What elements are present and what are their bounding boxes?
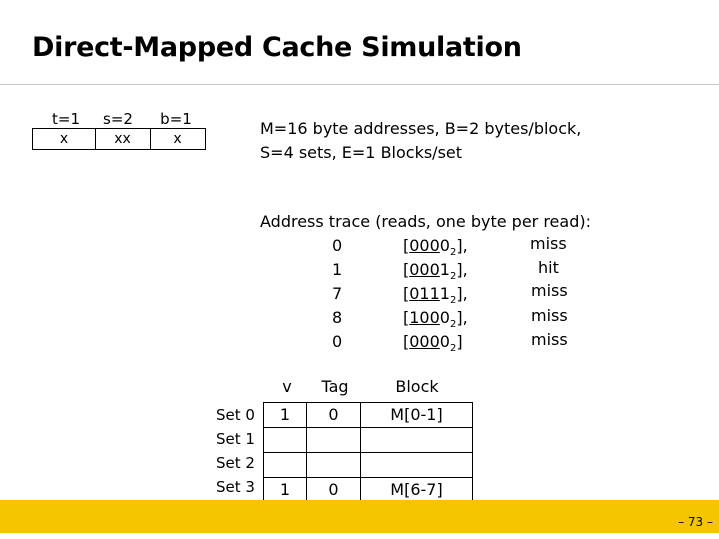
slide-title: Direct-Mapped Cache Simulation [32,32,522,63]
tag-cell [306,452,361,478]
cache-parameters: M=16 byte addresses, B=2 bytes/block, S=… [260,117,581,165]
trace-address: 8 [332,308,343,327]
offset-bits-value: x [173,131,182,147]
set-bits-value: xx [114,131,131,147]
footer-bar [0,500,719,533]
trace-binary: [10002], [403,308,468,331]
trace-address: 7 [332,284,343,303]
trace-title: Address trace (reads, one byte per read)… [260,212,591,231]
set-label: Set 0 [216,406,255,424]
field-divider [95,129,96,149]
tag-bits-label: t=1 [52,110,80,128]
trace-result: miss [531,281,568,300]
tag-header: Tag [321,377,349,396]
trace-result: miss [530,234,567,253]
set-label: Set 3 [216,478,255,496]
trace-binary: [00012], [403,260,468,283]
set-label: Set 2 [216,454,255,472]
trace-address: 1 [332,260,343,279]
valid-header: v [282,377,292,396]
block-cell: M[0-1] [360,402,473,428]
block-cell [360,452,473,478]
trace-address: 0 [332,332,343,351]
cache-table: 1 0 M[0-1] 1 0 M[6-7] [263,402,473,503]
set-label: Set 1 [216,430,255,448]
page-number: – 73 – [678,515,713,529]
offset-bits-label: b=1 [160,110,192,128]
field-divider [150,129,151,149]
address-field-box: x xx x [32,128,206,150]
tag-cell [306,427,361,453]
trace-binary: [00002], [403,236,468,259]
params-line-1: M=16 byte addresses, B=2 bytes/block, [260,119,582,138]
trace-binary: [01112], [403,284,468,307]
params-line-2: S=4 sets, E=1 Blocks/set [260,143,463,162]
valid-bit-cell [263,427,307,453]
trace-result: hit [538,258,559,277]
tag-cell: 0 [306,402,361,428]
valid-bit-cell: 1 [263,402,307,428]
set-bits-label: s=2 [103,110,133,128]
trace-binary: [00002] [403,332,463,355]
block-header: Block [395,377,439,396]
trace-result: miss [531,330,568,349]
trace-address: 0 [332,236,343,255]
title-divider [0,84,719,85]
block-cell [360,427,473,453]
tag-bits-value: x [59,131,69,147]
valid-bit-cell [263,452,307,478]
trace-result: miss [531,306,568,325]
